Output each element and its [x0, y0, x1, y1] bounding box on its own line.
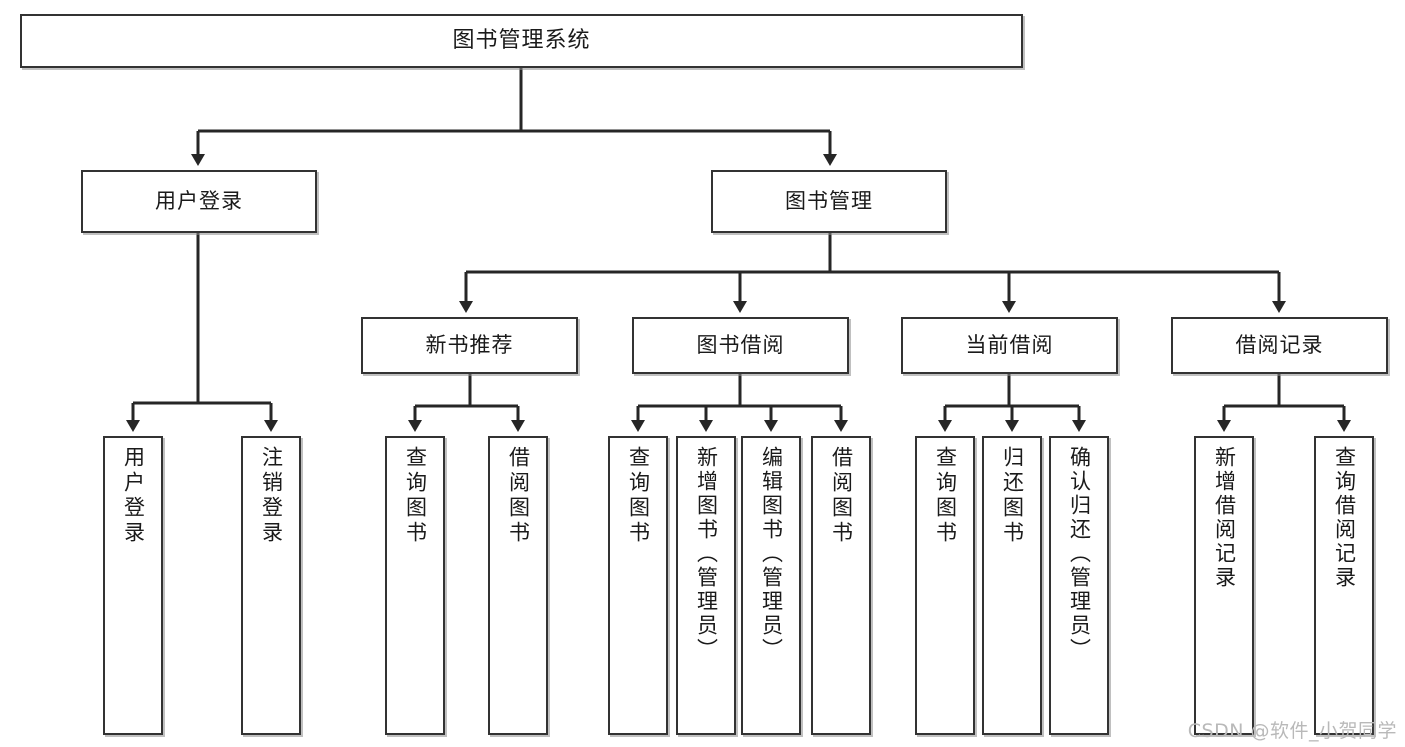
node-current-borrowing[interactable]: 当前借阅: [901, 317, 1118, 374]
node-label: 查询借阅记录: [1332, 446, 1357, 590]
node-borrowing-record[interactable]: 借阅记录: [1171, 317, 1388, 374]
leaf-confirm-return-admin[interactable]: 确认归还（管理员）: [1049, 436, 1109, 735]
node-label: 借阅图书: [829, 446, 854, 546]
node-label: 确认归还（管理员）: [1067, 446, 1092, 662]
leaf-borrow-book-recommendation[interactable]: 借阅图书: [488, 436, 548, 735]
leaf-add-book-admin[interactable]: 新增图书（管理员）: [676, 436, 736, 735]
node-label: 新增借阅记录: [1212, 446, 1237, 590]
node-root-book-management-system[interactable]: 图书管理系统: [20, 14, 1023, 68]
leaf-logout[interactable]: 注销登录: [241, 436, 301, 735]
node-label: 用户登录: [121, 446, 146, 546]
node-label: 新书推荐: [425, 333, 514, 358]
leaf-borrow-book-borrowing[interactable]: 借阅图书: [811, 436, 871, 735]
node-user-login[interactable]: 用户登录: [81, 170, 317, 233]
leaf-query-borrow-record[interactable]: 查询借阅记录: [1314, 436, 1374, 735]
leaf-query-book-borrowing[interactable]: 查询图书: [608, 436, 668, 735]
node-label: 新增图书（管理员）: [694, 446, 719, 662]
leaf-edit-book-admin[interactable]: 编辑图书（管理员）: [741, 436, 801, 735]
node-label: 用户登录: [155, 189, 243, 214]
node-label: 归还图书: [1000, 446, 1025, 546]
node-label: 图书借阅: [696, 333, 785, 358]
node-label: 借阅图书: [506, 446, 531, 546]
watermark-text: CSDN @软件_小贺同学: [1187, 720, 1397, 742]
node-book-management[interactable]: 图书管理: [711, 170, 947, 233]
node-label: 注销登录: [259, 446, 284, 546]
leaf-add-borrow-record[interactable]: 新增借阅记录: [1194, 436, 1254, 735]
node-label: 编辑图书（管理员）: [759, 446, 784, 662]
node-label: 图书管理: [785, 189, 873, 214]
leaf-user-login[interactable]: 用户登录: [103, 436, 163, 735]
node-label: 查询图书: [626, 446, 651, 546]
node-label: 查询图书: [933, 446, 958, 546]
node-label: 查询图书: [403, 446, 428, 546]
leaf-query-book-current[interactable]: 查询图书: [915, 436, 975, 735]
node-new-book-recommendation[interactable]: 新书推荐: [361, 317, 578, 374]
node-book-borrowing[interactable]: 图书借阅: [632, 317, 849, 374]
leaf-return-book[interactable]: 归还图书: [982, 436, 1042, 735]
node-label: 图书管理系统: [452, 28, 591, 54]
node-label: 当前借阅: [965, 333, 1054, 358]
leaf-query-book-recommendation[interactable]: 查询图书: [385, 436, 445, 735]
node-label: 借阅记录: [1235, 333, 1324, 358]
